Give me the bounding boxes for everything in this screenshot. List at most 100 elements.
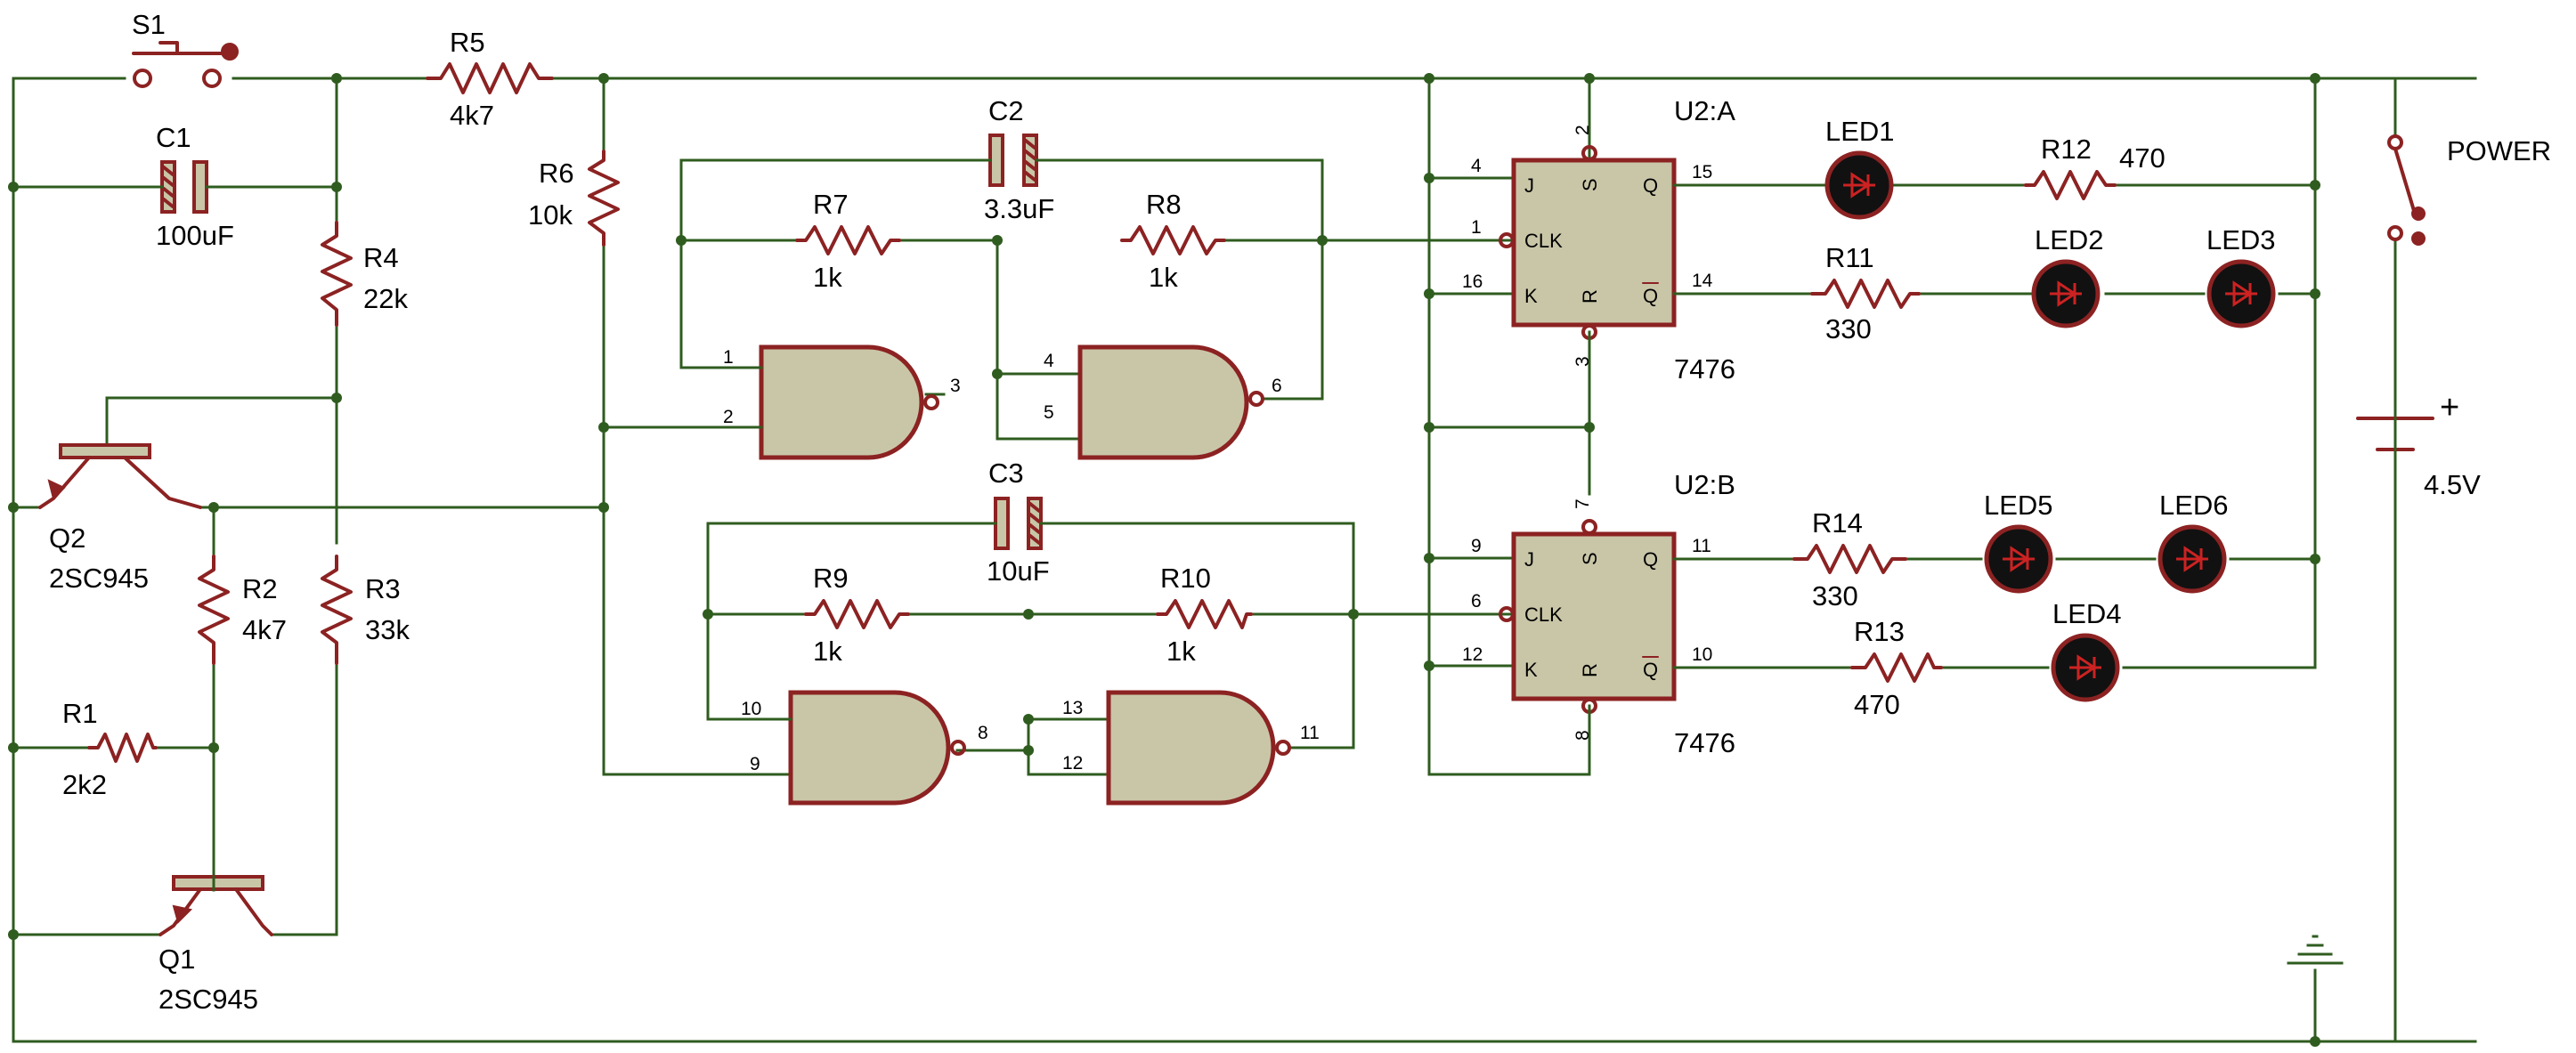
u2b-pin-clk: 6 bbox=[1471, 591, 1482, 612]
led6-label: LED6 bbox=[2159, 490, 2229, 521]
u2a-pin-q: 15 bbox=[1692, 162, 1712, 182]
battery-value: 4.5V bbox=[2424, 469, 2481, 500]
r3-label: R3 bbox=[365, 573, 401, 604]
u2a-clk-label: CLK bbox=[1524, 230, 1563, 252]
g2-pin-a: 4 bbox=[1044, 351, 1054, 371]
led3-label: LED3 bbox=[2206, 224, 2276, 255]
r8-resistor: R8 1k bbox=[1120, 189, 1226, 293]
led5: LED5 bbox=[1984, 490, 2053, 594]
c1-capacitor: C1 100uF bbox=[154, 122, 234, 251]
c1-value: 100uF bbox=[156, 220, 234, 251]
r8-value: 1k bbox=[1149, 262, 1178, 293]
led3: LED3 bbox=[2206, 224, 2276, 328]
u2b-qbar-label: Q bbox=[1643, 659, 1658, 681]
ground-symbol bbox=[2287, 935, 2344, 965]
u2a-value: 7476 bbox=[1674, 353, 1735, 385]
q2-transistor: Q2 2SC945 bbox=[38, 443, 202, 594]
power-switch: POWER bbox=[2387, 134, 2551, 246]
u2a-s-label: S bbox=[1579, 178, 1601, 191]
led1: LED1 bbox=[1824, 116, 1895, 220]
c3-label: C3 bbox=[988, 458, 1024, 489]
c2-label: C2 bbox=[988, 95, 1024, 126]
wires bbox=[12, 77, 2477, 1043]
q1-transistor: Q1 2SC945 bbox=[158, 875, 273, 1015]
r11-value: 330 bbox=[1825, 313, 1872, 344]
nand-gate-4: 13 12 11 bbox=[1062, 690, 1320, 806]
battery-plus-label: + bbox=[2440, 389, 2459, 426]
r9-resistor: R9 1k bbox=[804, 563, 910, 667]
r14-resistor: R14 330 bbox=[1792, 507, 1907, 612]
r10-resistor: R10 1k bbox=[1156, 563, 1253, 667]
r9-label: R9 bbox=[813, 563, 849, 594]
r2-label: R2 bbox=[242, 573, 278, 604]
r10-value: 1k bbox=[1166, 636, 1196, 667]
r12-label: R12 bbox=[2041, 134, 2092, 165]
r7-label: R7 bbox=[813, 189, 849, 220]
q1-value: 2SC945 bbox=[158, 984, 258, 1015]
u2b-value: 7476 bbox=[1674, 727, 1735, 758]
r13-resistor: R13 470 bbox=[1850, 616, 1943, 720]
r13-label: R13 bbox=[1854, 616, 1905, 647]
g2-pin-b: 5 bbox=[1044, 402, 1054, 423]
r9-value: 1k bbox=[813, 636, 842, 667]
r7-resistor: R7 1k bbox=[795, 189, 901, 293]
u2a-j-label: J bbox=[1524, 174, 1534, 197]
battery: + 4.5V bbox=[2356, 389, 2481, 500]
led6: LED6 bbox=[2158, 490, 2229, 594]
u2b-j-label: J bbox=[1524, 548, 1534, 571]
u2b-pin-j: 9 bbox=[1471, 536, 1482, 556]
g1-pin-out: 3 bbox=[950, 376, 961, 396]
r2-value: 4k7 bbox=[242, 614, 287, 645]
led4-label: LED4 bbox=[2052, 598, 2122, 629]
u2a-pin-s: 2 bbox=[1572, 125, 1593, 135]
led2: LED2 bbox=[2031, 224, 2104, 328]
nand-gate-2: 4 5 6 bbox=[1044, 344, 1282, 460]
r11-resistor: R11 330 bbox=[1810, 242, 1921, 344]
r7-value: 1k bbox=[813, 262, 842, 293]
led2-label: LED2 bbox=[2035, 224, 2104, 255]
flip-flop-u2b: J CLK K S R Q Q 9 6 12 7 8 11 10 U2:B 74… bbox=[1462, 469, 1735, 758]
u2b-k-label: K bbox=[1524, 659, 1538, 681]
u2a-pin-k: 16 bbox=[1462, 271, 1483, 292]
g2-pin-out: 6 bbox=[1272, 376, 1282, 396]
u2a-label: U2:A bbox=[1674, 95, 1735, 126]
r5-value: 4k7 bbox=[450, 100, 494, 131]
led4: LED4 bbox=[2051, 598, 2122, 702]
u2a-k-label: K bbox=[1524, 285, 1538, 307]
u2a-pin-j: 4 bbox=[1471, 156, 1482, 176]
u2b-pin-s: 7 bbox=[1572, 498, 1593, 509]
r14-label: R14 bbox=[1812, 507, 1863, 539]
c2-capacitor: C2 3.3uF bbox=[973, 95, 1066, 224]
r4-label: R4 bbox=[363, 242, 399, 273]
r5-label: R5 bbox=[450, 27, 485, 58]
u2a-pin-r: 3 bbox=[1572, 356, 1593, 367]
g1-pin-a: 1 bbox=[723, 347, 734, 368]
g1-pin-b: 2 bbox=[723, 407, 734, 427]
u2b-s-label: S bbox=[1579, 552, 1601, 565]
g3-pin-out: 8 bbox=[978, 723, 988, 743]
r4-resistor: R4 22k bbox=[321, 221, 408, 327]
u2b-clk-label: CLK bbox=[1524, 603, 1563, 626]
r6-value: 10k bbox=[528, 199, 573, 231]
u2b-pin-r: 8 bbox=[1572, 730, 1593, 741]
q1-label: Q1 bbox=[158, 944, 195, 975]
u2b-pin-qbar: 10 bbox=[1692, 644, 1712, 665]
r10-label: R10 bbox=[1160, 563, 1211, 594]
c3-value: 10uF bbox=[987, 555, 1050, 587]
r11-label: R11 bbox=[1825, 242, 1874, 273]
junctions bbox=[8, 73, 2320, 1047]
s1-pushbutton: S1 bbox=[132, 9, 239, 88]
u2b-pin-q: 11 bbox=[1692, 536, 1711, 556]
led1-label: LED1 bbox=[1825, 116, 1895, 147]
r13-value: 470 bbox=[1854, 689, 1900, 720]
r3-value: 33k bbox=[365, 614, 410, 645]
flip-flop-u2a: J CLK K S R Q Q 4 1 16 2 3 15 14 U2:A 74… bbox=[1462, 95, 1735, 385]
nand-gate-3: 10 9 8 bbox=[741, 690, 988, 806]
g4-pin-a: 13 bbox=[1062, 698, 1083, 718]
led5-label: LED5 bbox=[1984, 490, 2053, 521]
g4-pin-out: 11 bbox=[1300, 723, 1320, 743]
r12-value: 470 bbox=[2119, 142, 2166, 174]
c3-capacitor: C3 10uF bbox=[987, 458, 1052, 587]
g3-pin-a: 10 bbox=[741, 699, 761, 719]
power-label: POWER bbox=[2447, 135, 2551, 166]
